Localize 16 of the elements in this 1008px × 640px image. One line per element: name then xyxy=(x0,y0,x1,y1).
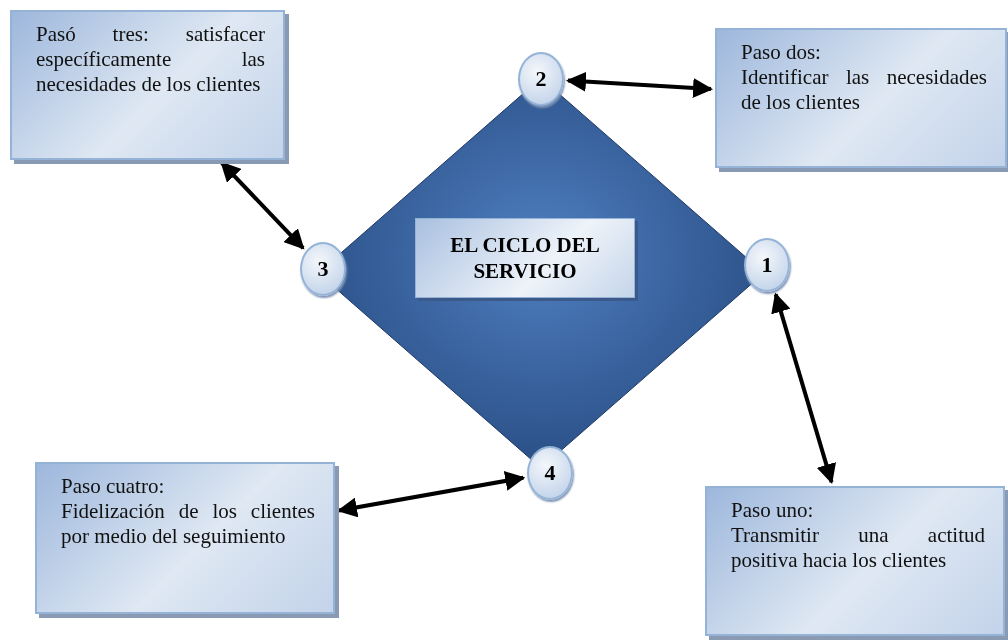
step-text: Fidelización de los clientes por medio del seguimiento xyxy=(61,499,315,549)
step-number: 2 xyxy=(518,52,564,106)
step-number: 1 xyxy=(744,238,790,292)
double-arrow xyxy=(336,471,526,518)
double-arrow xyxy=(771,292,836,485)
double-arrow xyxy=(220,161,305,250)
step-heading: Paso cuatro: xyxy=(61,474,166,499)
step-text: Transmitir una actitud positiva hacia los clientes xyxy=(731,523,985,573)
step-heading: Paso dos: xyxy=(741,40,822,65)
step-heading: Paso uno: xyxy=(731,498,815,523)
step-text: Identificar las necesidades de los clientes xyxy=(741,65,987,115)
step-number: 4 xyxy=(527,446,573,500)
step-text: Pasó tres: satisfacer específicamente las necesidades de los clientes xyxy=(36,22,265,97)
cycle-title: EL CICLO DEL SERVICIO xyxy=(415,218,635,298)
step-number: 3 xyxy=(300,242,346,296)
double-arrow xyxy=(565,71,713,98)
